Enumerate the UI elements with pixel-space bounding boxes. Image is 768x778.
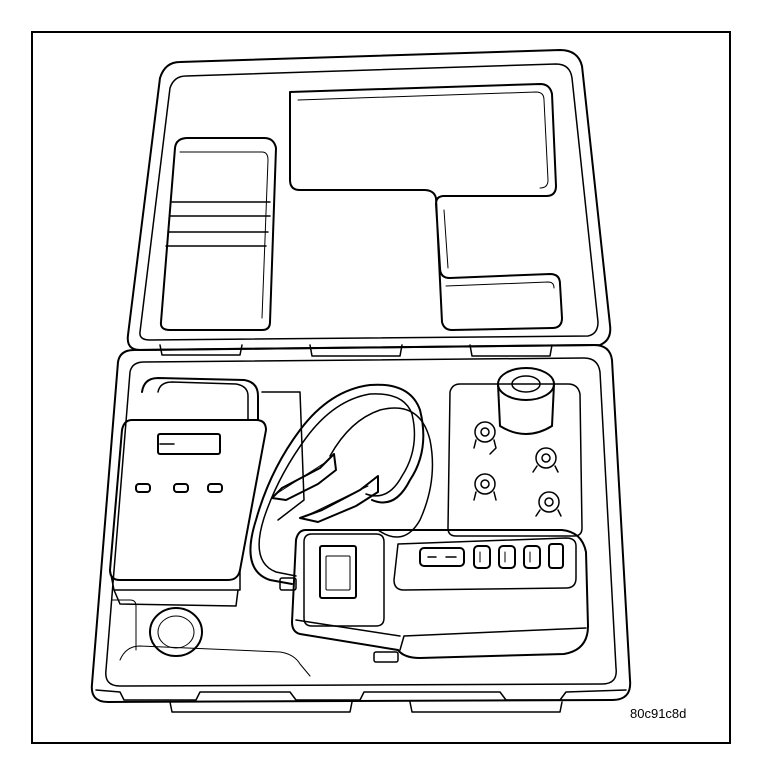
tester-unit xyxy=(279,529,589,663)
printer xyxy=(109,377,267,607)
case-base xyxy=(90,344,632,713)
case-lid xyxy=(126,49,612,357)
adapter-fittings xyxy=(447,367,583,537)
cable-clamps xyxy=(249,383,434,585)
figure-code-label: 80c91c8d xyxy=(630,706,687,721)
